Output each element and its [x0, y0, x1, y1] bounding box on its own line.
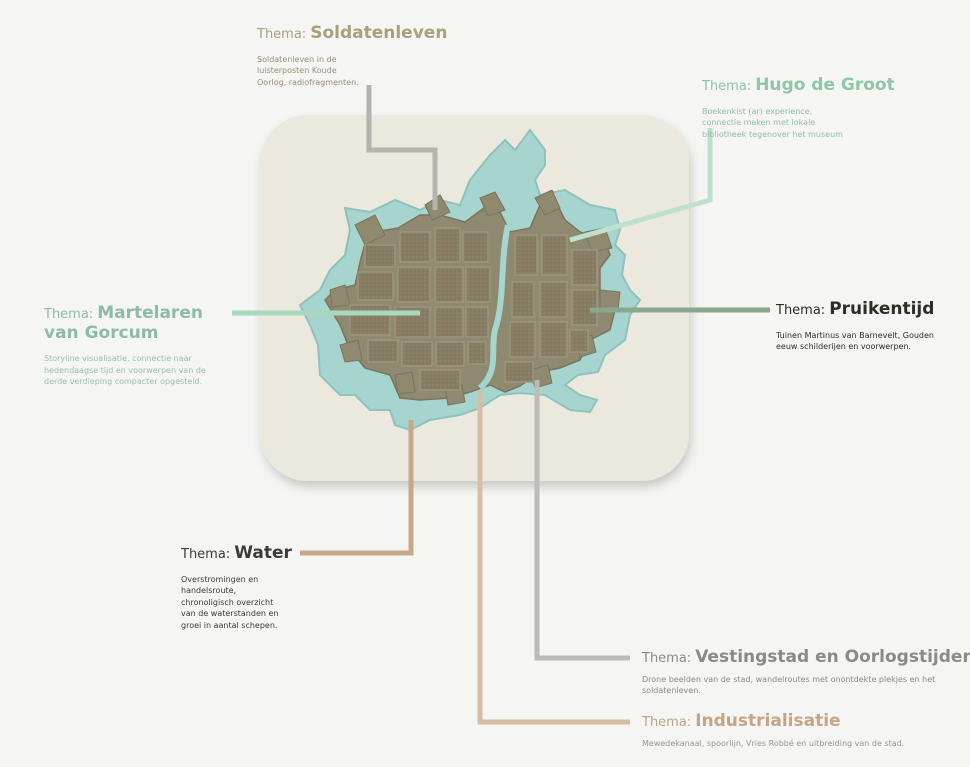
connector-lines: [232, 85, 770, 725]
theme-title: Vestingstad en Oorlogstijden: [695, 647, 970, 667]
theme-title: Martelaren van Gorcum: [44, 303, 203, 343]
theme-description: Tuinen Martinus van Barnevelt, Gouden ee…: [776, 330, 934, 352]
theme-prefix: Thema:: [776, 303, 826, 318]
theme-hugo-de-groot: Thema:Hugo de Groot Boekenkist (ar) expe…: [702, 75, 922, 140]
connector-vestingstad: [534, 380, 630, 661]
theme-description: Boekenkist (ar) experience, connectie ma…: [702, 106, 843, 139]
theme-martelaren-van-gorcum: Thema:Martelaren van Gorcum Storyline vi…: [44, 303, 234, 388]
connector-hugo: [569, 128, 713, 243]
theme-industrialisatie: Thema:Industrialisatie Mewedekanaal, spo…: [642, 711, 952, 749]
theme-prefix: Thema:: [181, 547, 231, 562]
canal: [477, 224, 511, 391]
theme-prefix: Thema:: [642, 715, 692, 730]
city-blocks: [349, 227, 598, 391]
connector-soldatenleven: [366, 85, 438, 210]
theme-title: Industrialisatie: [695, 711, 841, 731]
theme-pruikentijd: Thema:Pruikentijd Tuinen Martinus van Ba…: [776, 299, 956, 353]
connector-industrialisatie: [477, 390, 630, 725]
theme-description: Mewedekanaal, spoorlijn, Vries Robbé en …: [642, 738, 905, 748]
theme-vestingstad: Thema:Vestingstad en Oorlogstijden Drone…: [642, 647, 970, 697]
theme-prefix: Thema:: [642, 651, 692, 666]
theme-soldatenleven: Thema:Soldatenleven Soldatenleven in de …: [257, 23, 457, 88]
theme-description: Storyline visualisatie, connectie naar h…: [44, 354, 206, 387]
theme-title: Pruikentijd: [829, 299, 935, 319]
theme-description: Soldatenleven in de luisterposten Koude …: [257, 54, 359, 87]
theme-description: Drone beelden van de stad, wandelroutes …: [642, 674, 936, 696]
theme-title: Soldatenleven: [310, 23, 448, 43]
theme-description: Overstromingen en handelsroute, chronoli…: [181, 574, 279, 630]
theme-title: Water: [234, 543, 292, 563]
connector-water: [300, 420, 414, 556]
theme-title: Hugo de Groot: [755, 75, 895, 95]
theme-prefix: Thema:: [257, 27, 307, 42]
theme-prefix: Thema:: [702, 79, 752, 94]
theme-water: Thema:Water Overstromingen en handelsrou…: [181, 543, 341, 632]
theme-prefix: Thema:: [44, 307, 94, 322]
